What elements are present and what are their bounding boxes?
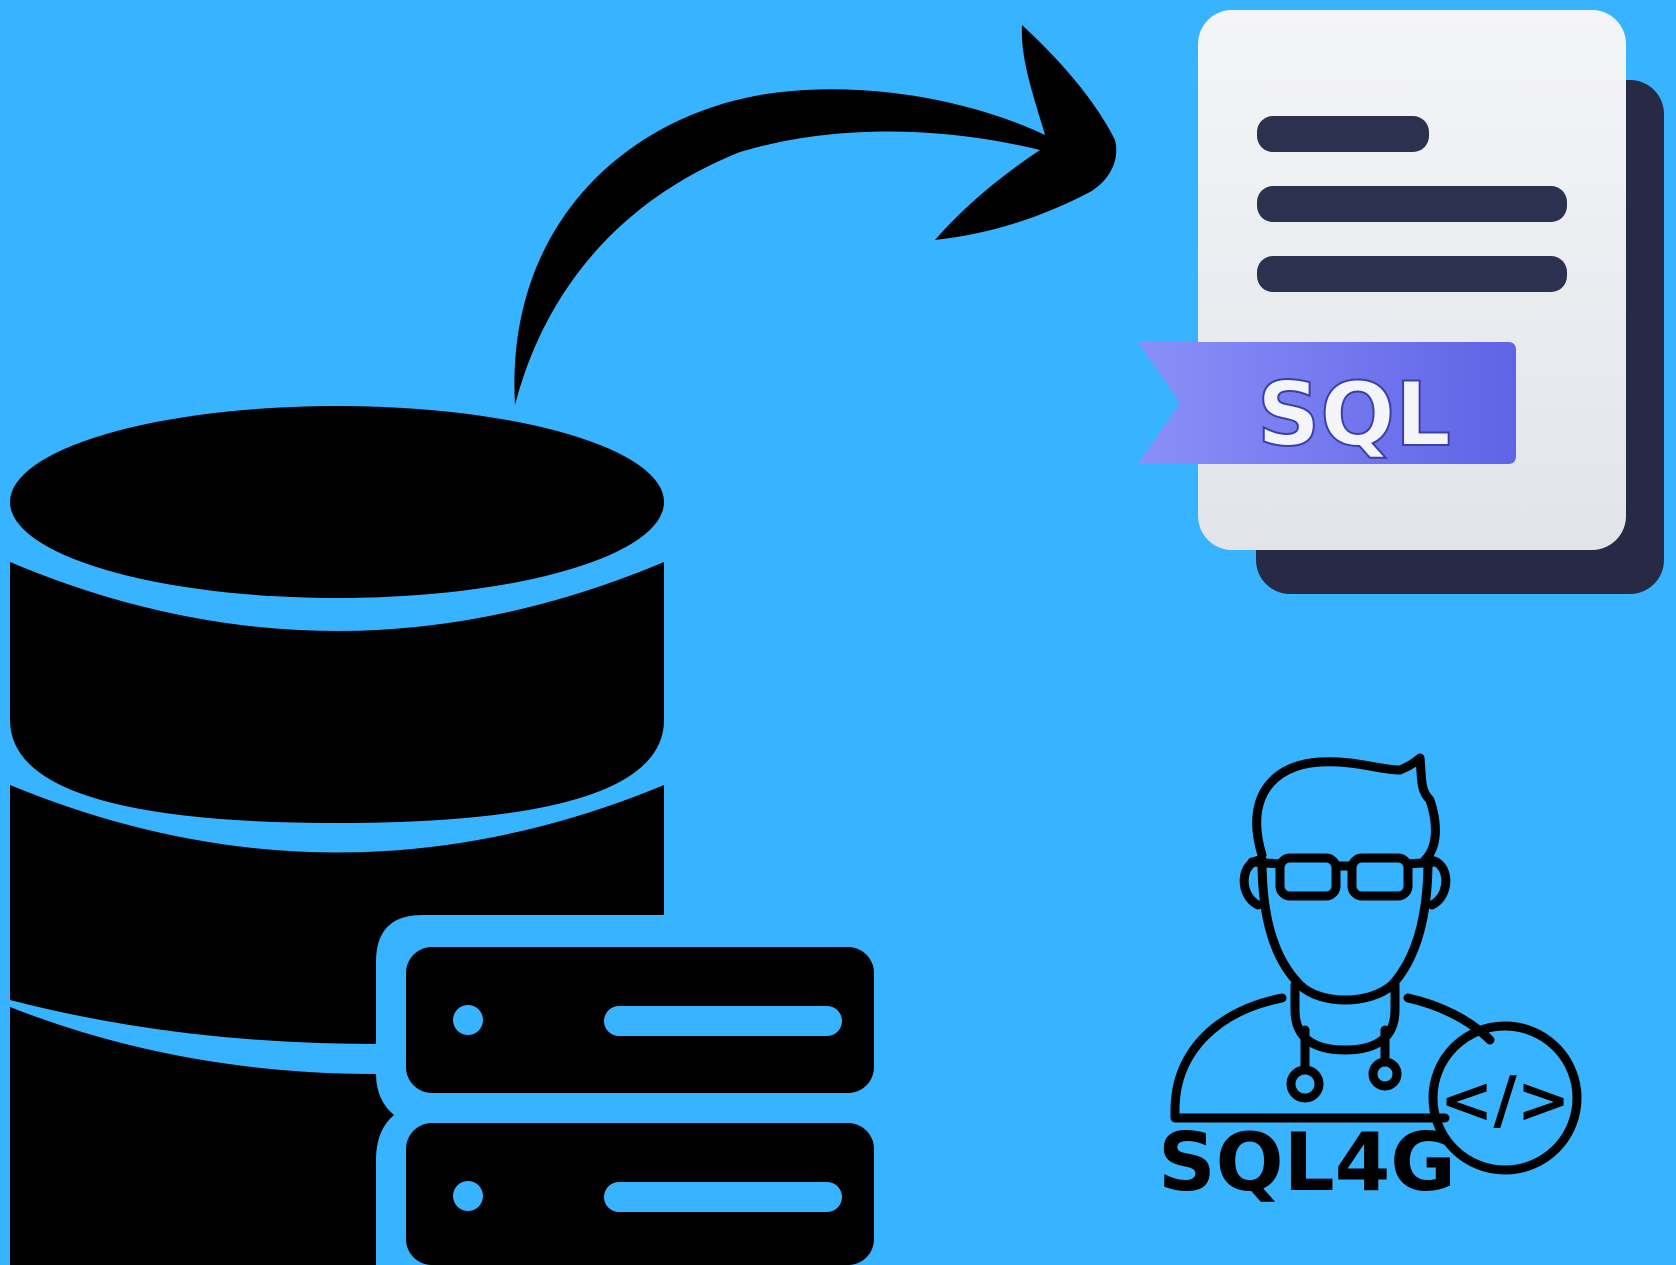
- code-symbol-icon: </>: [1440, 1064, 1571, 1138]
- server-led-icon: [453, 1005, 483, 1035]
- developer-cord-end: [1368, 1057, 1402, 1091]
- developer-shoulder-left: [1170, 993, 1287, 1115]
- database-tier-2: [10, 785, 664, 1044]
- file-text-line: [1257, 116, 1429, 152]
- server-unit-2: [406, 1123, 874, 1265]
- developer-base: [1170, 1105, 1450, 1123]
- server-led-icon: [453, 1181, 483, 1211]
- developer-cord-end: [1286, 1065, 1324, 1103]
- server-unit-1: [406, 947, 874, 1093]
- database-tier-3: [10, 1007, 394, 1265]
- glasses-lens: [1275, 853, 1341, 901]
- database-top-disk: [10, 406, 664, 598]
- developer-neck: [1290, 980, 1400, 1055]
- glasses-lens: [1347, 853, 1413, 901]
- brand-wordmark: SQL4G: [1158, 1116, 1456, 1209]
- server-slot: [604, 1182, 842, 1212]
- file-ribbon: [1138, 342, 1516, 464]
- developer-face: [1257, 855, 1433, 1005]
- database-tier-1: [10, 562, 664, 823]
- server-slot: [604, 1006, 842, 1036]
- developer-shoulder-right: [1403, 993, 1495, 1045]
- code-badge-ring: [1428, 1021, 1582, 1175]
- sql-file-label: SQL: [1257, 363, 1451, 466]
- glasses-frame: [1247, 857, 1441, 871]
- file-text-line: [1257, 186, 1567, 222]
- file-text-line: [1257, 256, 1567, 292]
- developer-hair: [1252, 753, 1440, 865]
